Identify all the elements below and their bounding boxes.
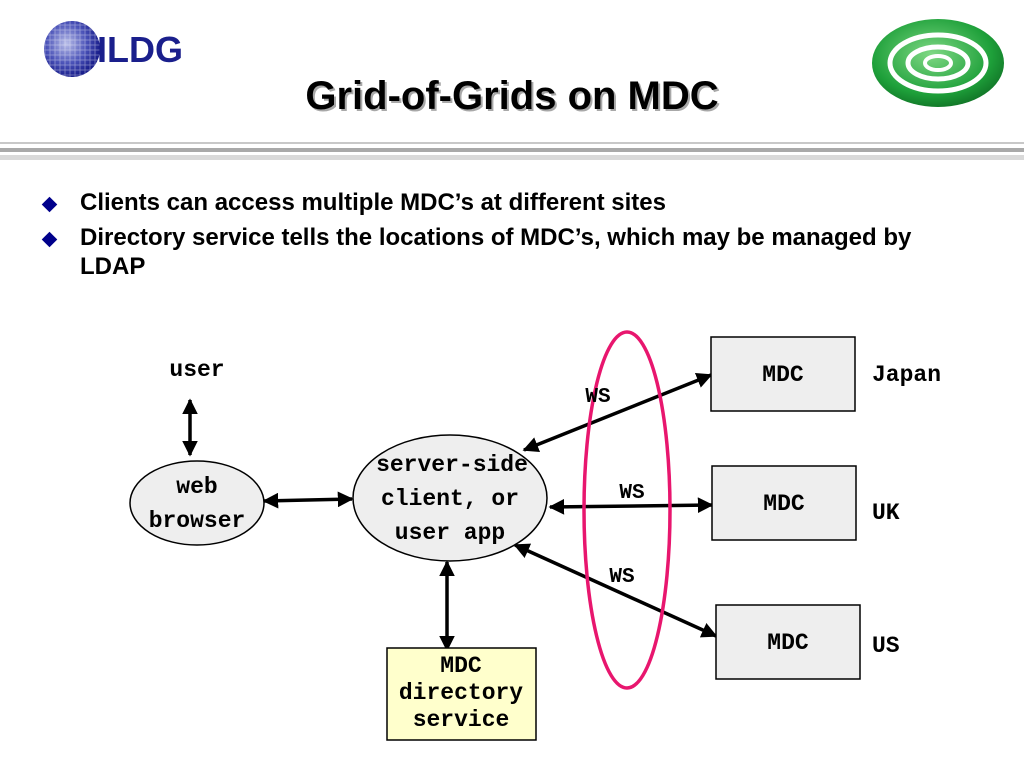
partner-logo <box>872 19 1004 107</box>
header-divider-mid <box>0 148 1024 152</box>
ws-label-japan: WS <box>585 386 610 409</box>
mdc-us-label: MDC <box>767 630 809 656</box>
mdc-japan-label: MDC <box>762 362 804 388</box>
browser-client-arrow <box>262 491 354 509</box>
ildg-logo: ILDG <box>44 21 183 77</box>
directory-label-line: MDC <box>440 653 482 679</box>
header-divider-thin <box>0 142 1024 144</box>
logo-text: ILDG <box>97 29 183 70</box>
server-side-client-node <box>352 434 548 562</box>
client-japan-arrow <box>522 372 713 453</box>
bullet-item: Clients can access multiple MDC’s at dif… <box>41 188 942 217</box>
web-service-boundary-ellipse <box>582 330 672 690</box>
mdc-uk-label: MDC <box>763 491 805 517</box>
web-browser-label-line: web <box>176 474 217 500</box>
directory-label-line: directory <box>399 680 523 706</box>
site-japan-label: Japan <box>872 362 941 388</box>
mdc-uk-node <box>711 465 857 541</box>
bullet-text: Clients can access multiple MDC’s at dif… <box>80 189 666 216</box>
client-label-line: client, or <box>381 486 519 512</box>
client-label-line: server-side <box>376 452 528 478</box>
mdc-directory-service-node <box>386 647 537 741</box>
site-uk-label: UK <box>872 500 900 526</box>
bullet-item: Directory service tells the locations of… <box>41 223 942 281</box>
client-label-line: user app <box>395 520 505 546</box>
ws-label-uk: WS <box>619 482 644 505</box>
user-label: user <box>169 357 224 383</box>
web-browser-node <box>129 460 265 546</box>
mdc-us-node <box>715 604 861 680</box>
bullet-list: Clients can access multiple MDC’s at dif… <box>41 188 942 287</box>
web-browser-label-line: browser <box>149 508 246 534</box>
header-divider-thick <box>0 155 1024 160</box>
directory-label-line: service <box>413 707 510 733</box>
bullet-text: Directory service tells the locations of… <box>80 224 912 280</box>
page-title: Grid-of-Grids on MDC <box>305 74 719 118</box>
ws-label-us: WS <box>609 566 634 589</box>
mdc-japan-node <box>710 336 856 412</box>
site-us-label: US <box>872 633 900 659</box>
client-uk-arrow <box>548 497 714 515</box>
client-us-arrow <box>513 543 718 638</box>
